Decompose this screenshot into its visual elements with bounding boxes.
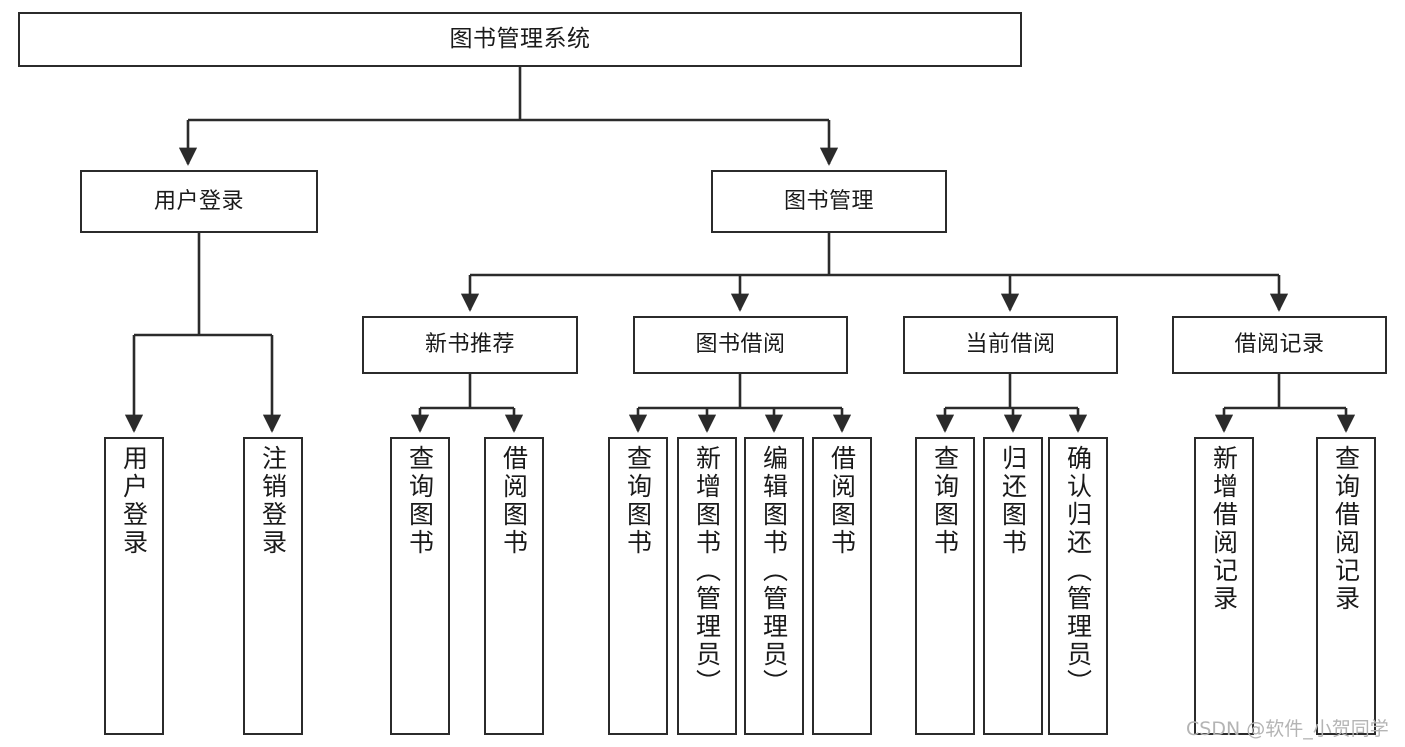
node-leaf-query-book-2-label: 查询图书 [623, 445, 653, 557]
node-current-borrow-label: 当前借阅 [965, 332, 1056, 358]
node-leaf-add-book[interactable]: 新增图书（管理员） [677, 437, 737, 735]
node-leaf-borrow-book-2-label: 借阅图书 [827, 445, 857, 557]
node-leaf-user-login[interactable]: 用户登录 [104, 437, 164, 735]
node-leaf-edit-book[interactable]: 编辑图书（管理员） [744, 437, 804, 735]
node-leaf-logout[interactable]: 注销登录 [243, 437, 303, 735]
node-book-manage-label: 图书管理 [783, 188, 874, 214]
node-leaf-confirm-return-label: 确认归还（管理员） [1063, 445, 1093, 697]
node-borrow-record-label: 借阅记录 [1234, 332, 1325, 358]
node-leaf-user-login-label: 用户登录 [119, 445, 149, 557]
node-leaf-add-record-label: 新增借阅记录 [1209, 445, 1239, 613]
node-leaf-query-book-1-label: 查询图书 [405, 445, 435, 557]
node-root[interactable]: 图书管理系统 [18, 12, 1022, 67]
node-leaf-return-book-label: 归还图书 [998, 445, 1028, 557]
node-leaf-query-record-label: 查询借阅记录 [1331, 445, 1361, 613]
csdn-watermark: CSDN @软件_小贺同学 [1186, 718, 1389, 740]
node-new-book-recommend-label: 新书推荐 [424, 332, 515, 358]
node-leaf-borrow-book-1[interactable]: 借阅图书 [484, 437, 544, 735]
node-user-login[interactable]: 用户登录 [80, 170, 318, 233]
node-leaf-borrow-book-2[interactable]: 借阅图书 [812, 437, 872, 735]
node-leaf-borrow-book-1-label: 借阅图书 [499, 445, 529, 557]
node-leaf-logout-label: 注销登录 [258, 445, 288, 557]
node-leaf-add-record[interactable]: 新增借阅记录 [1194, 437, 1254, 735]
node-book-borrow[interactable]: 图书借阅 [633, 316, 848, 374]
node-user-login-label: 用户登录 [153, 188, 244, 214]
node-leaf-query-book-3-label: 查询图书 [930, 445, 960, 557]
node-borrow-record[interactable]: 借阅记录 [1172, 316, 1387, 374]
node-leaf-query-book-1[interactable]: 查询图书 [390, 437, 450, 735]
node-leaf-edit-book-label: 编辑图书（管理员） [759, 445, 789, 697]
node-leaf-add-book-label: 新增图书（管理员） [692, 445, 722, 697]
node-book-borrow-label: 图书借阅 [695, 332, 786, 358]
node-new-book-recommend[interactable]: 新书推荐 [362, 316, 578, 374]
node-leaf-query-book-2[interactable]: 查询图书 [608, 437, 668, 735]
node-current-borrow[interactable]: 当前借阅 [903, 316, 1118, 374]
node-leaf-query-record[interactable]: 查询借阅记录 [1316, 437, 1376, 735]
node-book-manage[interactable]: 图书管理 [711, 170, 947, 233]
node-leaf-confirm-return[interactable]: 确认归还（管理员） [1048, 437, 1108, 735]
node-leaf-return-book[interactable]: 归还图书 [983, 437, 1043, 735]
node-root-label: 图书管理系统 [449, 25, 591, 52]
node-leaf-query-book-3[interactable]: 查询图书 [915, 437, 975, 735]
